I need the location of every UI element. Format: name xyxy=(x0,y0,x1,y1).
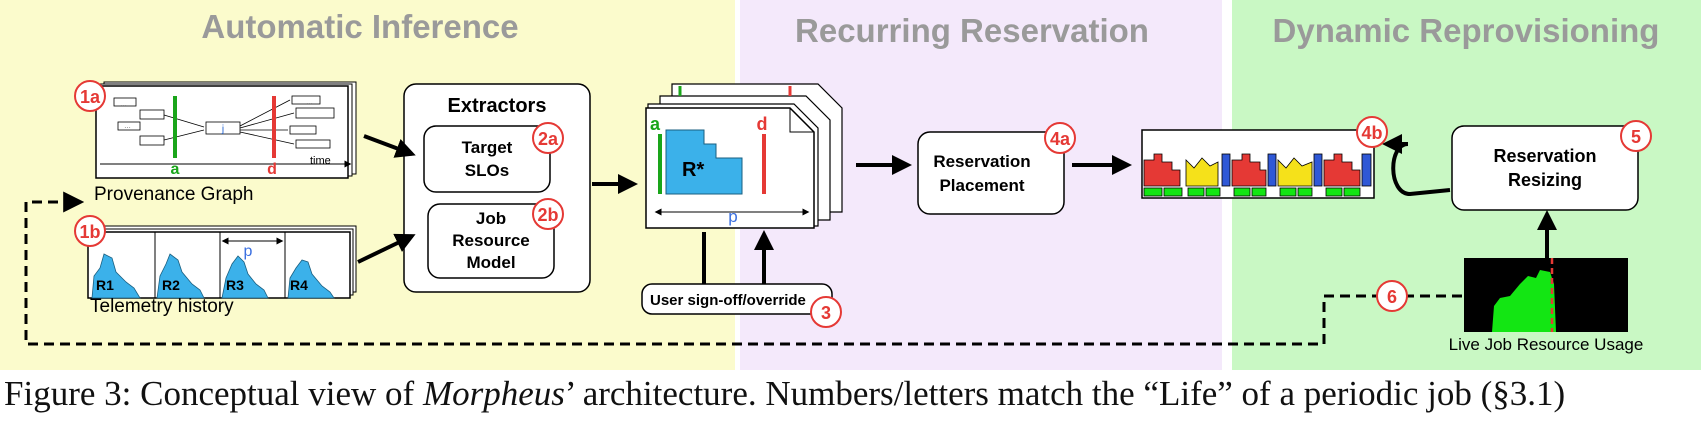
svg-text:…: … xyxy=(306,99,313,106)
badge-2b: 2b xyxy=(532,198,564,230)
badge-2a: 2a xyxy=(532,122,564,154)
svg-text:4a: 4a xyxy=(1050,129,1071,149)
resizing-to-schedule-arrow xyxy=(1382,134,1451,197)
svg-text:…: … xyxy=(120,101,127,108)
telemetry-period-label: p xyxy=(244,243,253,260)
resizing-line1: Reservation xyxy=(1493,146,1596,166)
badge-6: 6 xyxy=(1376,280,1408,312)
run-label-2: R2 xyxy=(162,277,180,293)
user-signoff-label: User sign-off/override xyxy=(650,292,806,309)
svg-text:4b: 4b xyxy=(1361,123,1382,143)
node-j-label: j xyxy=(221,124,224,135)
reprovisioning-heading: Dynamic Reprovisioning xyxy=(1273,12,1660,49)
badge-4b: 4b xyxy=(1356,116,1388,148)
provenance-graph-label: Provenance Graph xyxy=(94,184,254,205)
reservation-shape xyxy=(665,129,743,195)
provenance-marker-a: a xyxy=(171,161,180,178)
live-usage-panel xyxy=(1464,258,1628,332)
shape-marker-d: d xyxy=(757,114,768,134)
provenance-to-extractors-arrow xyxy=(363,134,416,158)
shape-marker-a: a xyxy=(650,114,661,134)
svg-text:3: 3 xyxy=(821,303,831,323)
job-resource-model-line3: Model xyxy=(466,253,515,272)
caption-prefix: Figure 3: Conceptual view of xyxy=(4,374,423,413)
svg-text:2b: 2b xyxy=(537,205,558,225)
telemetry-history: R1 R2 R3 R4 p xyxy=(87,225,357,299)
figure-caption: Figure 3: Conceptual view of Morpheus’ a… xyxy=(4,374,1701,414)
job-resource-model-box xyxy=(427,203,555,279)
badge-3: 3 xyxy=(810,296,842,328)
telemetry-to-extractors-arrow xyxy=(357,233,416,264)
reservation-placement-box xyxy=(917,131,1065,215)
inference-heading: Automatic Inference xyxy=(201,8,518,45)
run-label-3: R3 xyxy=(226,277,244,293)
svg-text:1a: 1a xyxy=(80,87,101,107)
provenance-marker-d: d xyxy=(267,161,277,178)
shape-period-label: p xyxy=(728,207,737,226)
svg-text:…: … xyxy=(124,123,131,130)
job-resource-model-line1: Job xyxy=(476,209,506,228)
svg-text:6: 6 xyxy=(1387,287,1397,307)
job-resource-model-line2: Resource xyxy=(452,231,529,250)
badge-1b: 1b xyxy=(74,215,106,247)
feedback-loop-line xyxy=(24,191,1462,346)
badge-5: 5 xyxy=(1620,120,1652,152)
placement-line2: Placement xyxy=(939,176,1024,195)
resizing-line2: Resizing xyxy=(1508,170,1582,190)
reservation-heading: Recurring Reservation xyxy=(795,12,1149,49)
svg-text:2a: 2a xyxy=(538,129,559,149)
badge-4a: 4a xyxy=(1044,122,1076,154)
run-label-4: R4 xyxy=(290,277,308,293)
provenance-graph: j … … … time a d xyxy=(95,81,357,179)
target-slos-line1: Target xyxy=(462,138,513,157)
caption-suffix: ’ architecture. Numbers/letters match th… xyxy=(564,374,1566,413)
reservation-resizing-box xyxy=(1451,125,1639,211)
time-label: time xyxy=(310,155,331,167)
caption-system-name: Morpheus xyxy=(422,374,565,413)
target-slos-line2: SLOs xyxy=(465,161,509,180)
svg-text:5: 5 xyxy=(1631,127,1641,147)
placement-line1: Reservation xyxy=(933,152,1030,171)
svg-text:1b: 1b xyxy=(79,222,100,242)
badge-1a: 1a xyxy=(74,80,106,112)
reservation-shape-stack xyxy=(645,83,843,229)
extractors-title: Extractors xyxy=(448,95,547,117)
target-slos-box xyxy=(423,125,551,193)
telemetry-history-label: Telemetry history xyxy=(90,296,234,317)
run-label-1: R1 xyxy=(96,277,114,293)
live-usage-label: Live Job Resource Usage xyxy=(1449,335,1644,354)
cluster-schedule xyxy=(1141,129,1375,199)
shape-label: R* xyxy=(682,159,704,181)
